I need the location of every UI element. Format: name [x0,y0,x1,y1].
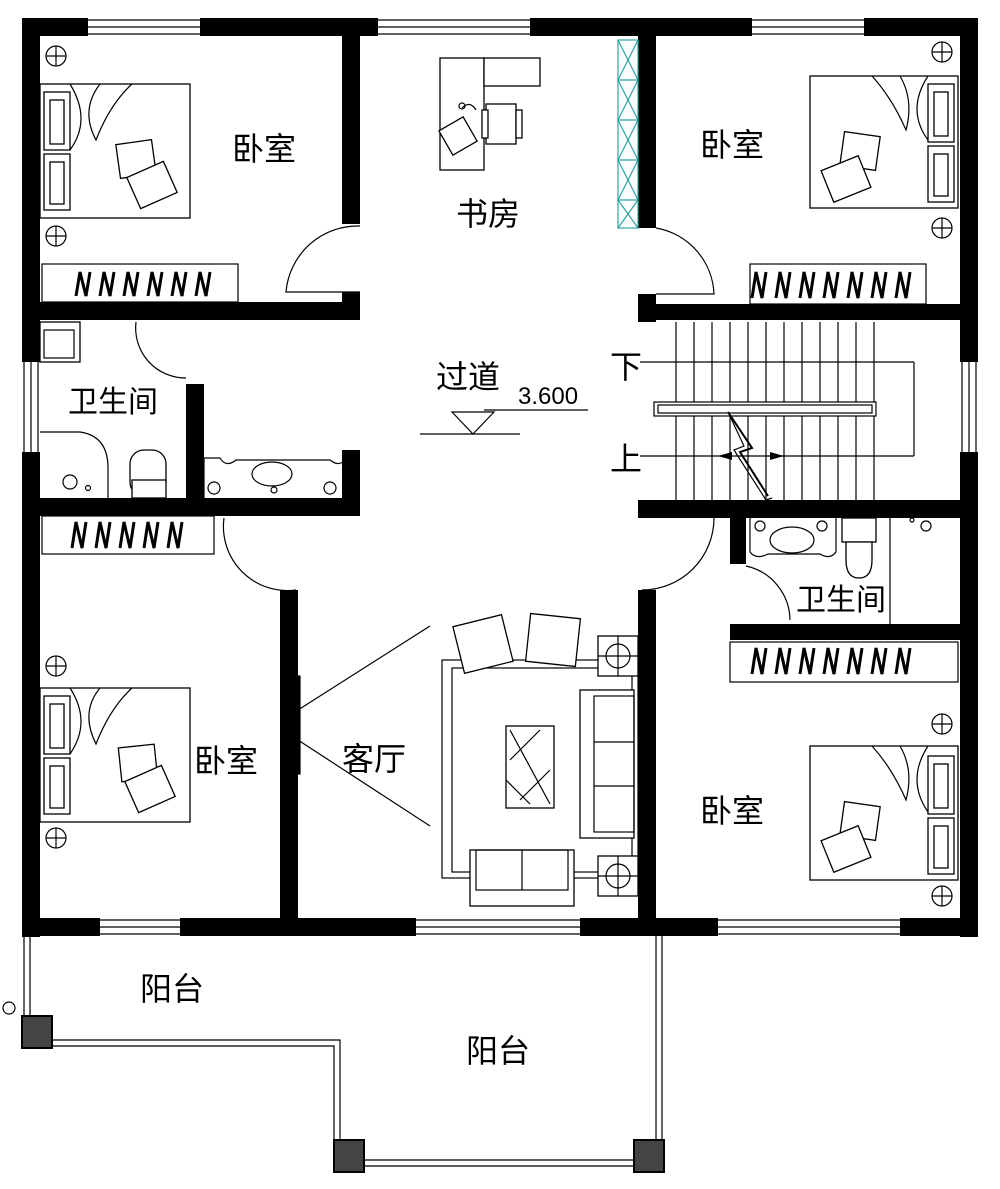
label-bathroom-e: 卫生间 [796,583,886,618]
wardrobe-nw [41,263,239,303]
bed-ne [809,41,959,239]
wardrobe-sw [41,515,215,555]
label-balcony-w: 阳台 [140,970,204,1008]
label-bathroom-w: 卫生间 [68,385,158,420]
balcony-railings [2,936,663,1167]
label-bedroom-sw: 卧室 [194,742,258,780]
bathroom-w-fixtures [39,321,167,499]
label-bedroom-nw: 卧室 [232,130,296,168]
study-desk [437,57,541,171]
interior-walls [40,36,960,936]
label-bedroom-ne: 卧室 [700,126,764,164]
label-corridor: 过道 [436,358,500,396]
label-stair-up: 上 [610,440,642,478]
label-stair-down: 下 [610,348,642,386]
bed-sw [39,655,191,849]
glass-partition [617,39,639,229]
living-room-furniture [441,612,639,907]
label-bedroom-se: 卧室 [700,792,764,830]
bathroom-e-fixtures [749,517,932,624]
label-balcony-s: 阳台 [466,1032,530,1070]
label-living-room: 客厅 [342,740,406,778]
bed-nw [39,45,191,247]
elevation-value: 3.600 [518,383,578,410]
staircase [640,320,960,501]
elevation-marker: 3.600 [420,383,588,435]
wardrobe-ne [749,263,927,305]
room-labels: 卧室 书房 卧室 过道 卫生间 下 上 卧室 客厅 卫生间 卧室 阳台 阳台 [68,126,886,1070]
label-study: 书房 [456,195,520,233]
vanity-w [203,457,347,498]
doors [135,225,791,827]
wardrobe-se [729,641,959,683]
balcony-columns [21,1015,665,1173]
bed-se [809,713,959,907]
